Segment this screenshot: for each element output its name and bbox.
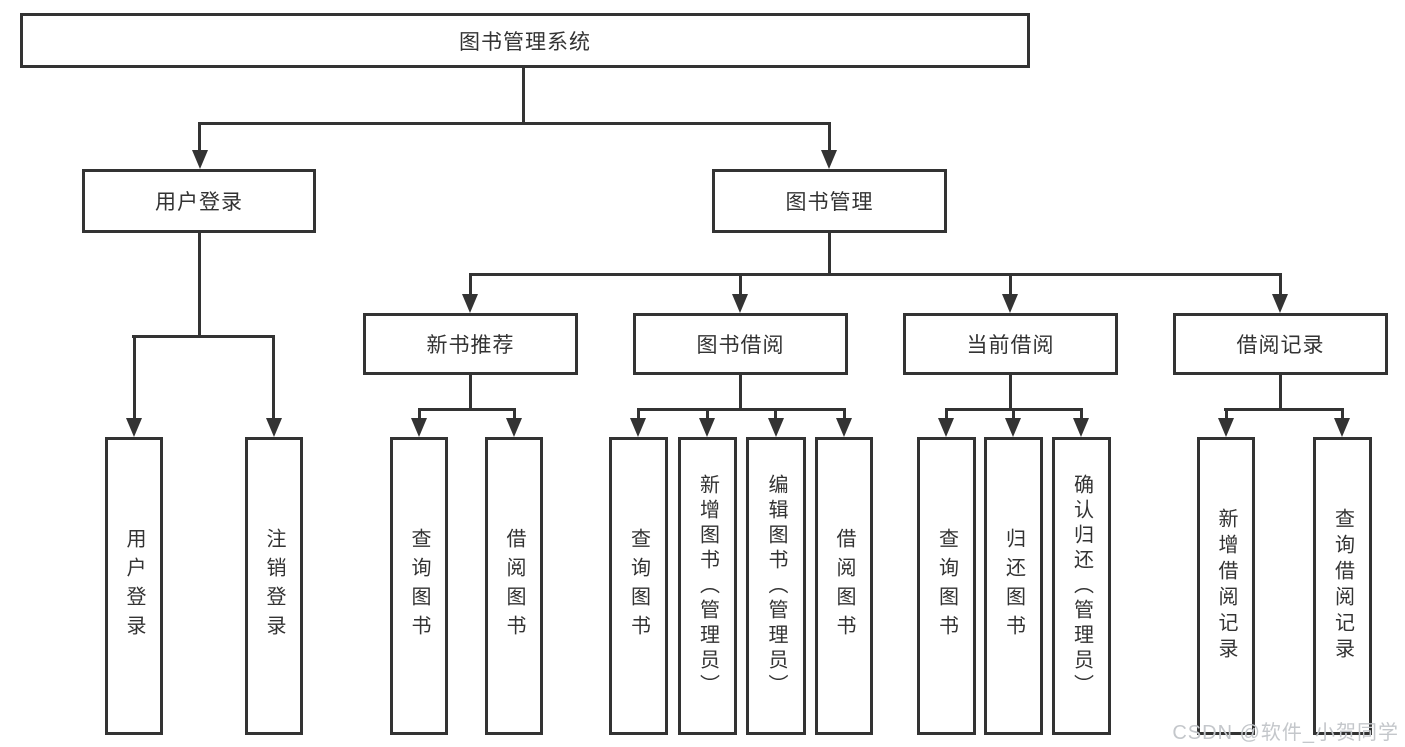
connector-line [522,68,525,122]
connector-line [1012,408,1015,420]
arrow-down-icon [630,418,646,437]
connector-line [945,408,948,420]
arrow-down-icon [506,418,522,437]
connector-line [739,375,742,408]
node-label: 注销登录 [263,528,285,644]
node-label: 用户登录 [155,191,243,214]
connector-line [133,335,136,420]
connector-line [198,233,201,335]
connector-line [843,408,846,420]
node-borrow-records: 借阅记录 [1173,313,1388,375]
connector-line [469,273,1282,276]
connector-line [513,408,516,420]
node-leaf-user-login: 用户登录 [105,437,163,735]
node-label: 新书推荐 [426,334,515,357]
arrow-down-icon [1218,418,1234,437]
node-label: 新增借阅记录 [1215,508,1237,664]
node-label: 借阅图书 [833,528,855,644]
node-leaf-query-books-c: 查询图书 [917,437,976,735]
node-leaf-edit-books-admin: 编辑图书（管理员） [746,437,806,735]
node-label: 查询图书 [935,528,958,644]
node-leaf-return-books: 归还图书 [984,437,1043,735]
node-label: 确认归还（管理员） [1070,473,1093,699]
connector-line [774,408,777,420]
csdn-watermark: CSDN @软件_小贺同学 [1172,722,1399,744]
node-label: 借阅图书 [503,528,525,644]
connector-line [637,408,846,411]
connector-line [1009,375,1012,408]
arrow-down-icon [821,150,837,169]
arrow-down-icon [192,150,208,169]
node-label: 图书管理系统 [459,30,591,54]
connector-line [469,375,472,408]
node-leaf-query-books-b: 查询图书 [609,437,668,735]
node-new-book-recommend: 新书推荐 [363,313,578,375]
node-label: 查询借阅记录 [1331,508,1354,664]
node-leaf-query-books-a: 查询图书 [390,437,448,735]
connector-line [637,408,640,420]
arrow-down-icon [1073,418,1089,437]
connector-line [272,335,275,420]
arrow-down-icon [1002,294,1018,313]
node-leaf-query-borrow-record: 查询借阅记录 [1313,437,1372,735]
arrow-down-icon [938,418,954,437]
connector-line [1224,408,1344,411]
node-label: 查询图书 [627,528,650,644]
node-leaf-add-books-admin: 新增图书（管理员） [678,437,737,735]
arrow-down-icon [836,418,852,437]
arrow-down-icon [1334,418,1350,437]
node-label: 用户登录 [123,528,145,644]
node-label: 借阅记录 [1236,334,1325,357]
node-label: 图书借阅 [696,334,785,357]
connector-line [1080,408,1083,420]
node-leaf-confirm-return-admin: 确认归还（管理员） [1052,437,1111,735]
arrow-down-icon [462,294,478,313]
arrow-down-icon [411,418,427,437]
connector-line [739,273,742,296]
connector-line [418,408,421,420]
node-label: 编辑图书（管理员） [765,473,787,699]
connector-line [132,335,275,338]
arrow-down-icon [266,418,282,437]
connector-line [1279,375,1282,408]
connector-line [1279,273,1282,296]
connector-line [1225,408,1228,420]
node-root-library-system: 图书管理系统 [20,13,1030,68]
arrow-down-icon [1272,294,1288,313]
arrow-down-icon [732,294,748,313]
connector-line [1009,273,1012,296]
node-label: 归还图书 [1002,528,1025,644]
connector-line [828,122,831,152]
node-book-management: 图书管理 [712,169,947,233]
node-user-login: 用户登录 [82,169,316,233]
connector-line [1341,408,1344,420]
node-label: 查询图书 [408,528,430,644]
arrow-down-icon [126,418,142,437]
arrow-down-icon [768,418,784,437]
connector-line [198,122,201,152]
node-book-borrow: 图书借阅 [633,313,848,375]
connector-line [199,122,831,125]
node-label: 当前借阅 [966,334,1055,357]
node-leaf-logout: 注销登录 [245,437,303,735]
connector-line [706,408,709,420]
arrow-down-icon [699,418,715,437]
connector-line [418,408,516,411]
connector-line [469,273,472,296]
arrow-down-icon [1005,418,1021,437]
node-label: 新增图书（管理员） [696,473,719,699]
node-leaf-borrow-books-a: 借阅图书 [485,437,543,735]
node-leaf-borrow-books-b: 借阅图书 [815,437,873,735]
node-current-borrow: 当前借阅 [903,313,1118,375]
node-label: 图书管理 [785,191,874,214]
node-leaf-add-borrow-record: 新增借阅记录 [1197,437,1255,735]
connector-line [828,233,831,273]
